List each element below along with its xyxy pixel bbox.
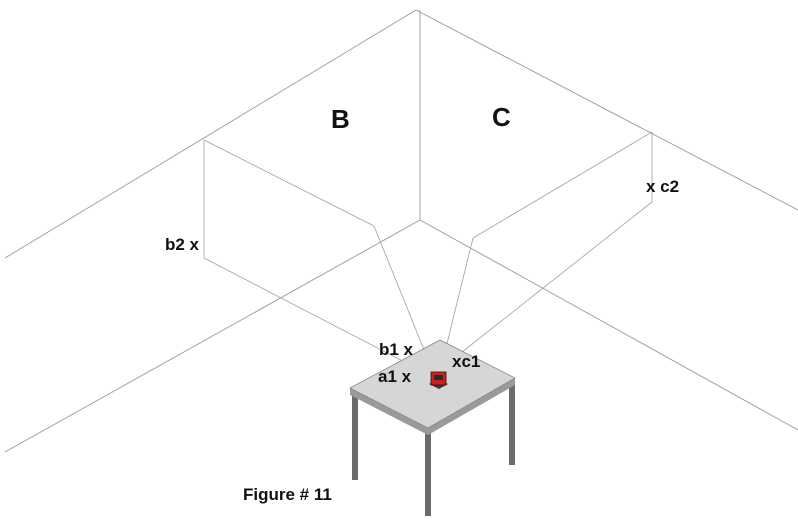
figure-caption: Figure # 11: [243, 485, 332, 504]
beam-b-horizontal: [203, 139, 375, 227]
labels: B C b2 x x c2 b1 x xc1 a1 x Figure # 11: [165, 102, 679, 504]
table-top-edge: [350, 378, 515, 435]
point-a1-label: a1 x: [378, 367, 412, 386]
point-c2-label: x c2: [646, 177, 679, 196]
point-c1-label: xc1: [452, 352, 480, 371]
floor-left-edge: [4, 219, 421, 453]
point-b2-label: b2 x: [165, 235, 200, 254]
table-leg-front: [425, 426, 431, 516]
beam-b-wall-vertical: [203, 140, 421, 371]
table-icon: [349, 339, 516, 516]
table-leg-left: [352, 390, 358, 480]
laser-beams: [203, 131, 653, 373]
beam-c-horizontal: [472, 131, 653, 239]
beam-c-wall-vertical: [451, 132, 653, 361]
wall-c-label: C: [492, 102, 511, 132]
wall-b-label: B: [331, 104, 350, 134]
ceiling-left-edge: [4, 9, 417, 259]
laser-level-icon: [429, 371, 448, 389]
room-edges: [4, 9, 798, 453]
laser-level-window: [434, 375, 443, 380]
ceiling-right-edge: [415, 9, 798, 211]
table-leg-right: [509, 380, 515, 465]
floor-right-edge: [419, 219, 798, 431]
beam-b-to-laser: [373, 225, 434, 373]
point-b1-label: b1 x: [379, 340, 414, 359]
